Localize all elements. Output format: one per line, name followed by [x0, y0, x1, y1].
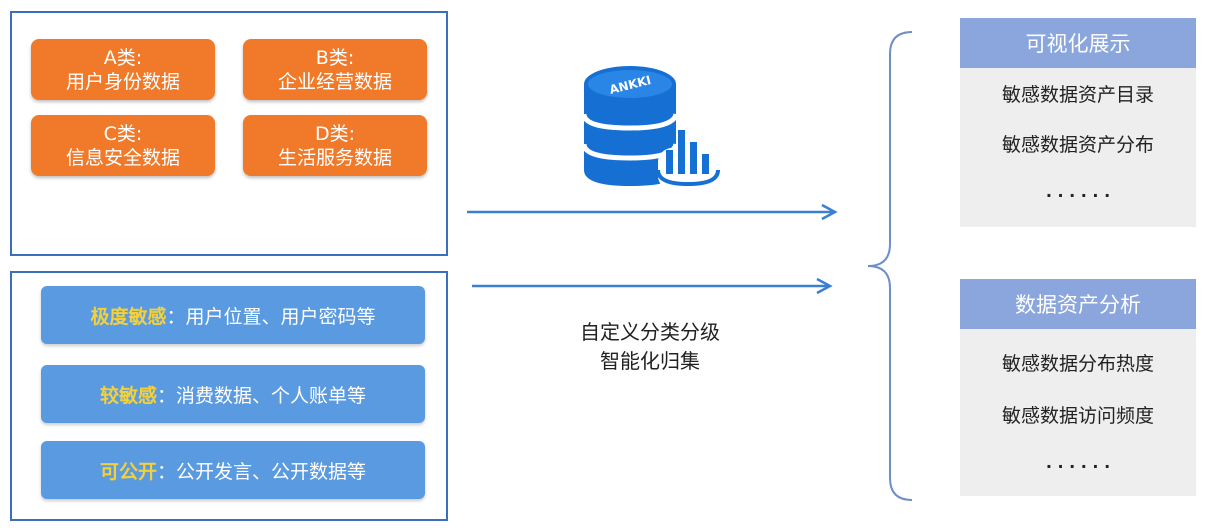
asset-analysis-item-more: · · · · · · [1045, 457, 1111, 476]
category-code: C类: [103, 122, 143, 145]
category-code: D类: [314, 122, 356, 145]
category-name: 企业经营数据 [277, 70, 392, 93]
process-line-2: 智能化归集 [600, 349, 700, 373]
category-name: 生活服务数据 [277, 146, 392, 169]
category-name: 信息安全数据 [65, 146, 180, 169]
asset-analysis-box: 数据资产分析 敏感数据分布热度 敏感数据访问频度 · · · · · · [960, 279, 1196, 496]
sensitivity-level-panel: 极度敏感：用户位置、用户密码等 较敏感：消费数据、个人账单等 可公开：公开发言、… [10, 271, 448, 521]
asset-analysis-title: 数据资产分析 [960, 279, 1196, 329]
category-tile-c: C类: 信息安全数据 [31, 115, 215, 176]
process-line-1: 自定义分类分级 [580, 320, 720, 344]
category-code: B类: [315, 46, 355, 69]
visualization-item-more: · · · · · · [1045, 186, 1111, 205]
asset-analysis-item: 敏感数据分布热度 [1001, 353, 1154, 375]
category-tile-b: B类: 企业经营数据 [243, 39, 427, 100]
curly-brace-icon [867, 31, 913, 501]
category-tile-d: D类: 生活服务数据 [243, 115, 427, 176]
sensitivity-level-label: 极度敏感 [90, 305, 167, 328]
sensitivity-desc: ：公开发言、公开数据等 [157, 460, 367, 483]
category-code: A类: [103, 46, 143, 69]
visualization-box: 可视化展示 敏感数据资产目录 敏感数据资产分布 · · · · · · [960, 18, 1196, 227]
asset-analysis-item: 敏感数据访问频度 [1001, 405, 1154, 427]
visualization-item: 敏感数据资产目录 [1001, 84, 1154, 106]
sensitivity-desc: ：用户位置、用户密码等 [166, 305, 376, 328]
sensitivity-pill-public: 可公开：公开发言、公开数据等 [41, 441, 425, 499]
visualization-title: 可视化展示 [960, 18, 1196, 68]
database-chart-icon: ANKKI [581, 66, 720, 190]
sensitivity-pill-medium: 较敏感：消费数据、个人账单等 [41, 365, 425, 423]
arrow-right-icon [472, 277, 833, 295]
category-name: 用户身份数据 [65, 70, 180, 93]
data-category-panel: A类: 用户身份数据 B类: 企业经营数据 C类: 信息安全数据 D类: 生活服… [10, 11, 448, 256]
arrow-right-icon [467, 203, 838, 221]
sensitivity-level-label: 较敏感 [99, 384, 157, 407]
sensitivity-level-label: 可公开 [99, 460, 157, 483]
category-tile-a: A类: 用户身份数据 [31, 39, 215, 100]
sensitivity-desc: ：消费数据、个人账单等 [157, 384, 367, 407]
sensitivity-pill-high: 极度敏感：用户位置、用户密码等 [41, 286, 425, 344]
visualization-item: 敏感数据资产分布 [1001, 134, 1154, 156]
process-description: 自定义分类分级 智能化归集 [540, 318, 760, 376]
